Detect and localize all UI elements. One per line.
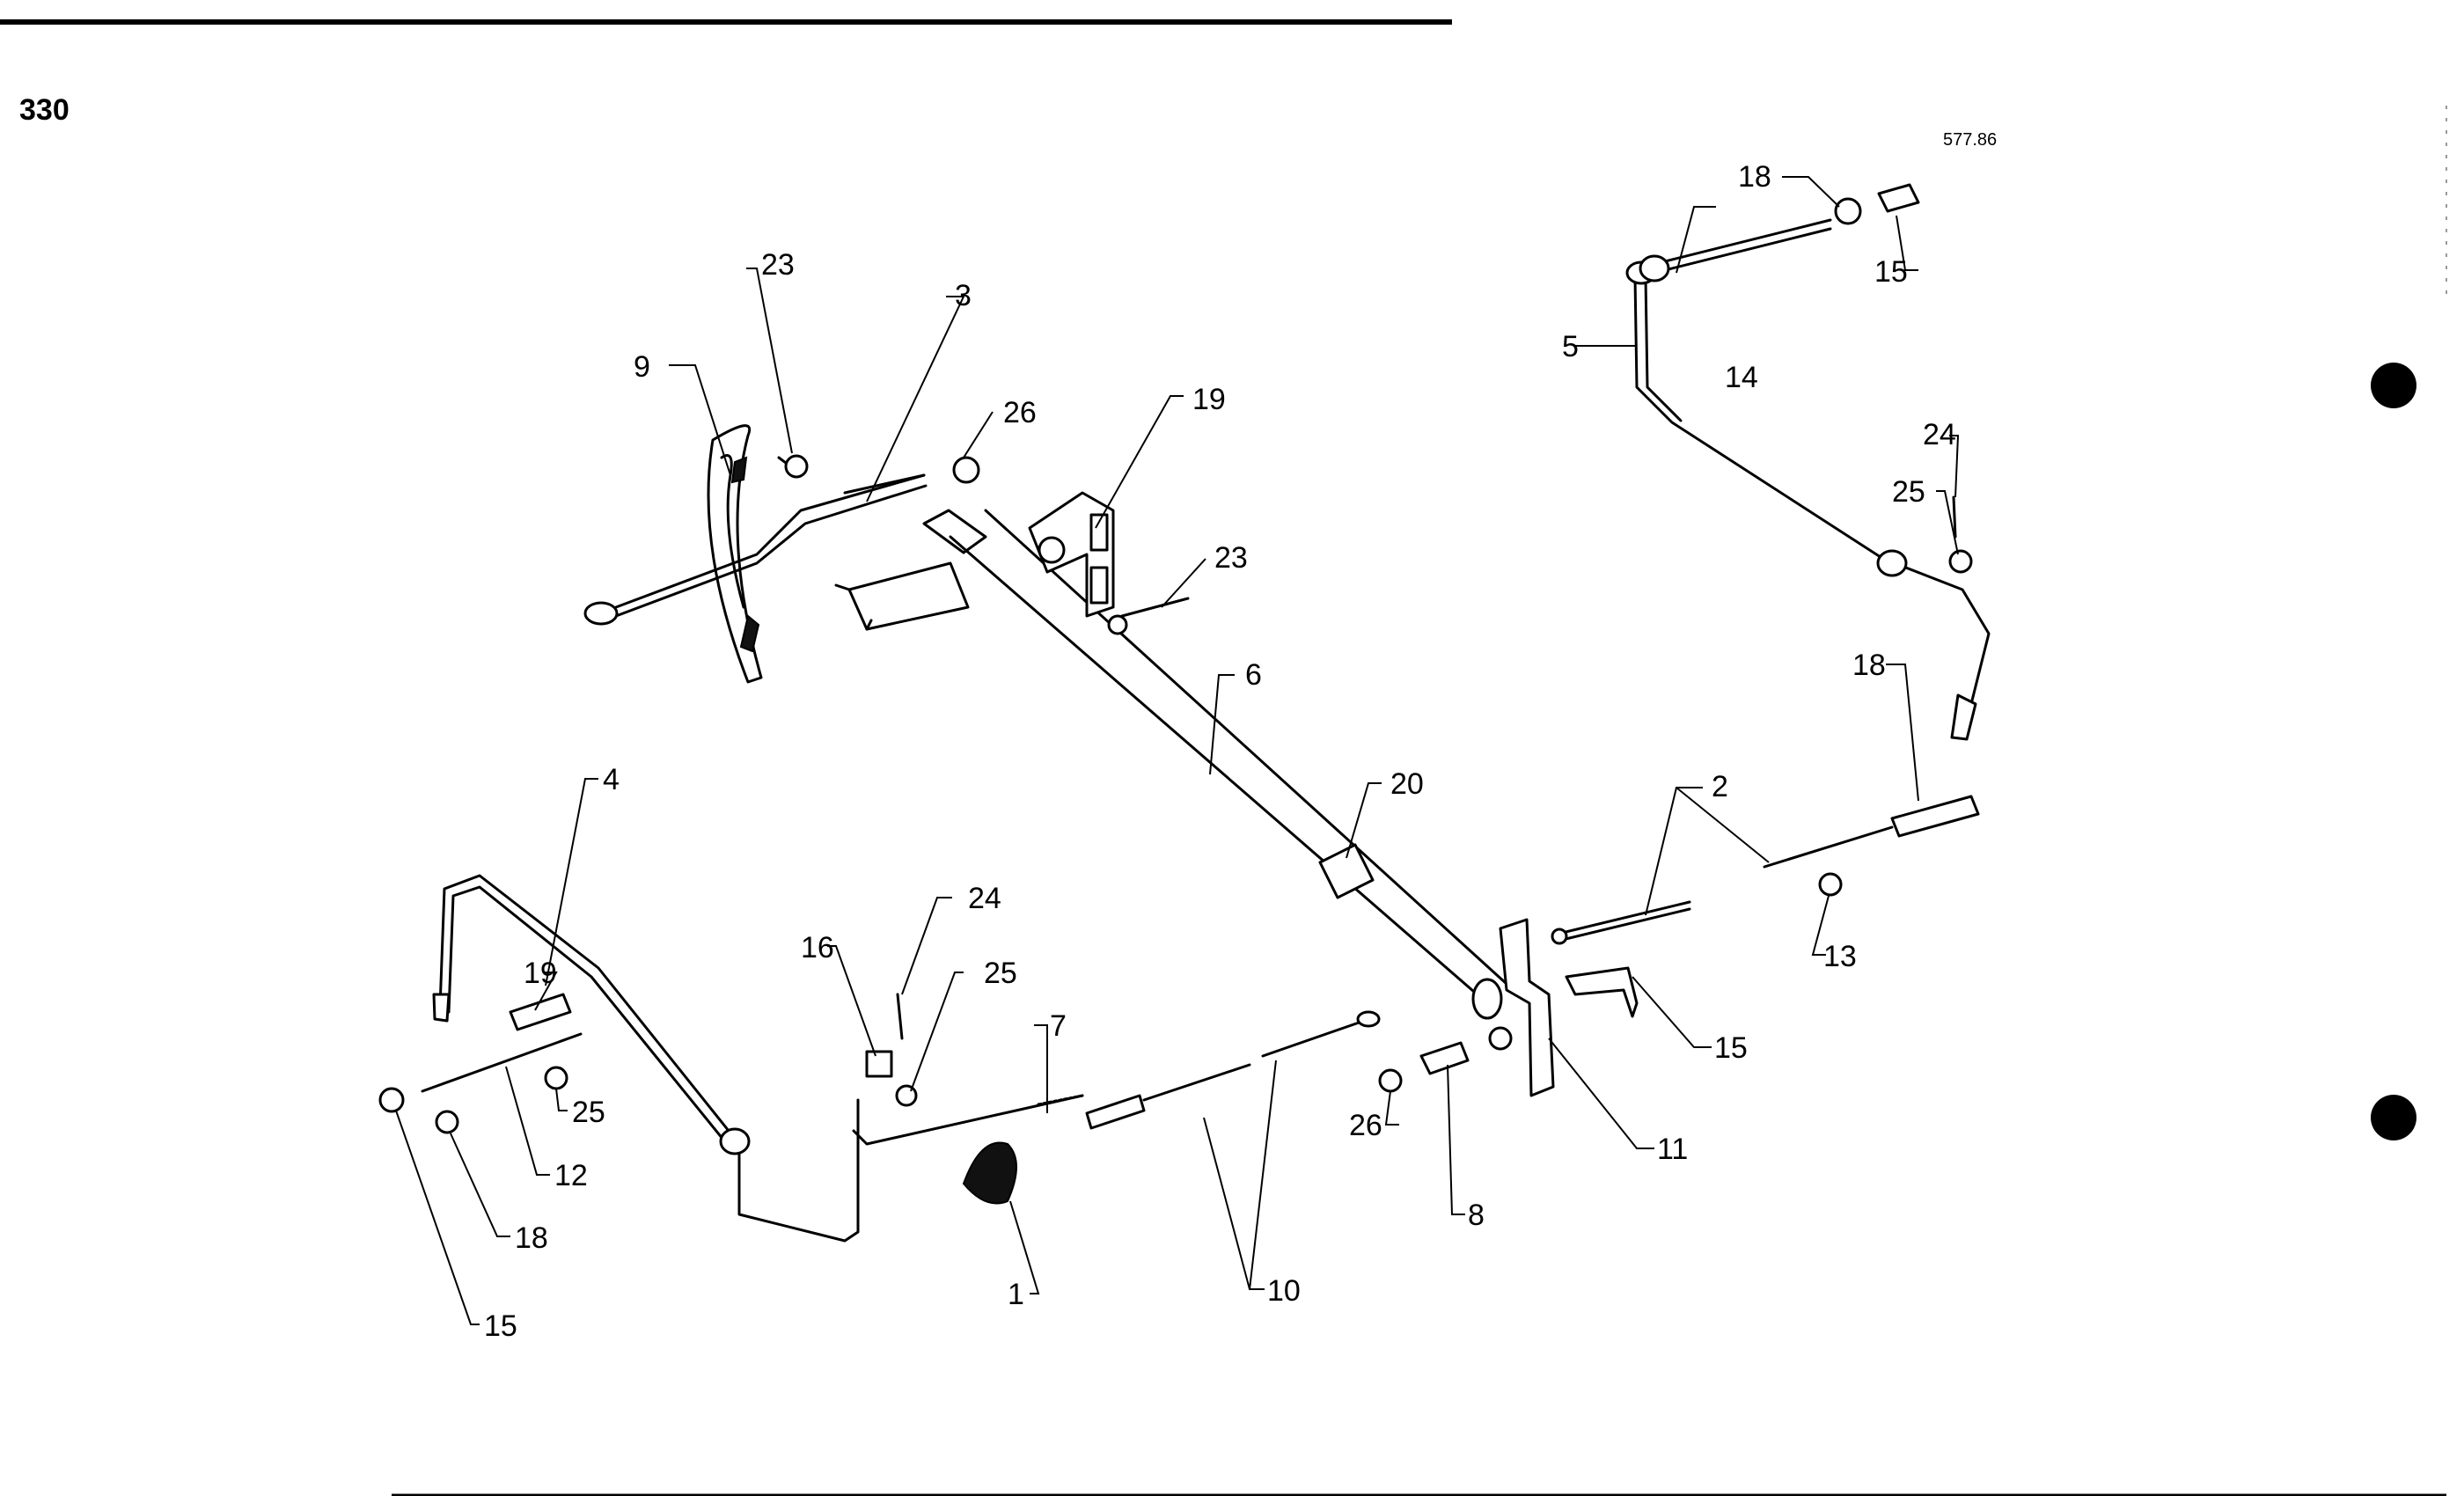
callout-9: 9 bbox=[634, 350, 650, 384]
screw-top bbox=[777, 454, 809, 479]
punch-hole-bottom bbox=[2371, 1095, 2416, 1140]
callout-1: 1 bbox=[1008, 1278, 1024, 1311]
washer-25-mid bbox=[895, 1084, 918, 1107]
leader-lines bbox=[395, 176, 1960, 1325]
gate-plate bbox=[707, 424, 763, 684]
lever-11 bbox=[1488, 918, 1555, 1097]
screw-24-right bbox=[1952, 495, 1957, 539]
sleeve-19 bbox=[509, 993, 572, 1031]
pin-8 bbox=[1419, 1041, 1470, 1075]
callout-16: 15 bbox=[1714, 1031, 1748, 1065]
page-number: 330 bbox=[19, 93, 70, 127]
callout-26-bottom: 26 bbox=[1349, 1109, 1382, 1142]
callout-5: 5 bbox=[1562, 330, 1579, 363]
callout-19: 19 bbox=[524, 957, 557, 990]
callout-23-right: 23 bbox=[1214, 541, 1248, 575]
washer-25-right bbox=[1948, 549, 1973, 574]
callout-10: 10 bbox=[1267, 1274, 1301, 1308]
nut-15-left bbox=[378, 1087, 405, 1113]
figure-reference: 577.86 bbox=[1943, 130, 1997, 150]
callout-23-top: 23 bbox=[761, 248, 795, 282]
callout-3: 3 bbox=[955, 279, 972, 312]
selector-rod bbox=[583, 473, 928, 626]
callout-26-top: 26 bbox=[1003, 396, 1037, 429]
washer-18-left bbox=[435, 1110, 459, 1134]
nut-26-bottom bbox=[1378, 1068, 1403, 1093]
link-rods-right bbox=[1551, 795, 1980, 945]
threaded-rod-top bbox=[1639, 218, 1832, 282]
callout-24-right: 24 bbox=[1923, 418, 1956, 451]
callout-21: 19 bbox=[1192, 383, 1226, 416]
callout-25-mid: 25 bbox=[984, 957, 1017, 990]
threaded-rod-12 bbox=[421, 1032, 583, 1093]
callout-18-top: 18 bbox=[1738, 160, 1771, 194]
callout-25-right: 25 bbox=[1892, 475, 1925, 509]
callout-13: 13 bbox=[1823, 940, 1857, 973]
callout-24-left: 24 bbox=[968, 882, 1001, 915]
punch-hole-top bbox=[2371, 363, 2416, 408]
callout-20: 18 bbox=[1852, 649, 1886, 682]
callout-15-left: 15 bbox=[484, 1309, 517, 1343]
washer-25-left bbox=[544, 1066, 568, 1090]
bracket-16 bbox=[1565, 966, 1639, 1018]
callout-7: 7 bbox=[1050, 1009, 1067, 1043]
nut-15-top bbox=[1877, 183, 1920, 213]
nut-top bbox=[952, 456, 980, 484]
callout-25-left: 25 bbox=[572, 1096, 605, 1129]
block-17 bbox=[865, 1050, 893, 1078]
main-shaft-tube bbox=[834, 509, 1508, 1020]
callout-4: 4 bbox=[603, 763, 620, 796]
callout-22: 20 bbox=[1390, 767, 1424, 801]
upper-link-rod bbox=[1625, 260, 1991, 741]
callout-17: 16 bbox=[801, 931, 834, 964]
clip-13 bbox=[1818, 872, 1843, 897]
nut-18-top bbox=[1834, 197, 1862, 225]
callout-11: 11 bbox=[1657, 1133, 1688, 1166]
callout-2: 2 bbox=[1712, 770, 1728, 803]
mounting-bracket bbox=[1028, 491, 1115, 618]
long-bent-rod-4 bbox=[432, 874, 860, 1243]
link-rods-10 bbox=[1085, 1010, 1381, 1130]
callout-18-left: 18 bbox=[515, 1221, 548, 1255]
callout-14: 14 bbox=[1725, 361, 1758, 394]
knob-1 bbox=[962, 1141, 1017, 1205]
callout-15-top: 15 bbox=[1874, 255, 1908, 289]
screw-right bbox=[1107, 597, 1190, 635]
callout-6: 6 bbox=[1245, 658, 1262, 692]
callout-labels: 9 23 3 26 19 23 6 20 5 14 18 15 24 25 18… bbox=[484, 160, 1956, 1343]
screw-24-left bbox=[896, 993, 904, 1040]
callout-12: 12 bbox=[554, 1159, 588, 1192]
callout-8: 8 bbox=[1468, 1199, 1485, 1232]
